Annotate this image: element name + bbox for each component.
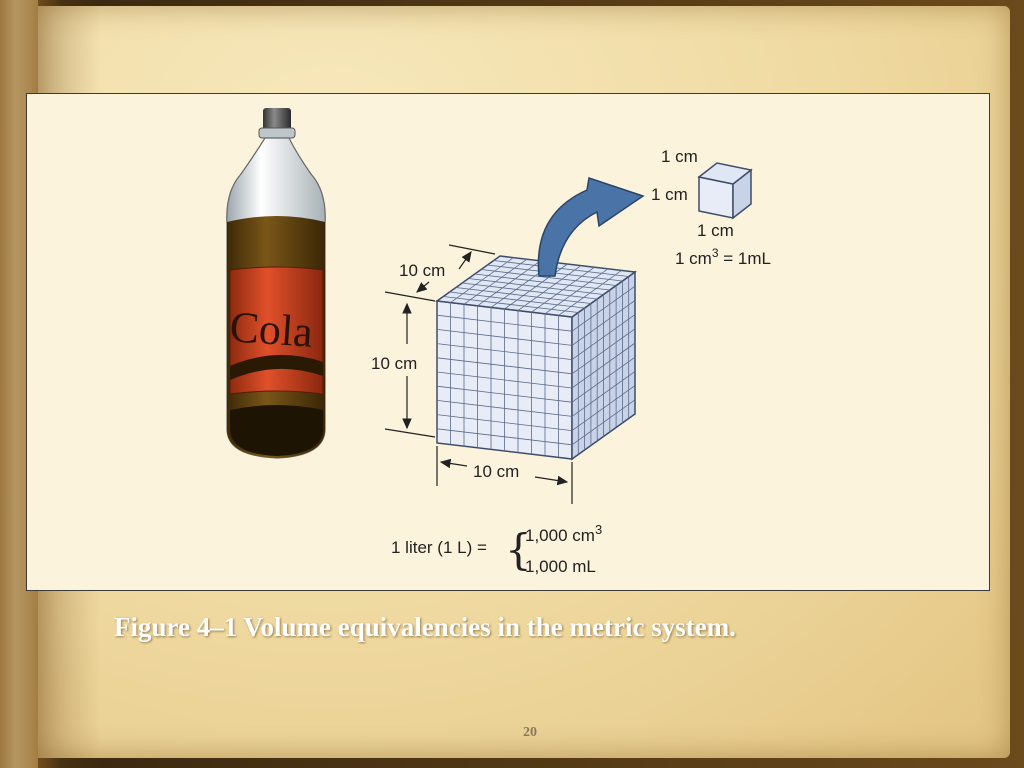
- small-cube-eq-rest: = 1mL: [719, 249, 771, 268]
- volume-diagram: Cola 1 cm 1 cm 1 cm 1 cm3 = 1mL 10 cm: [226, 108, 771, 576]
- liter-label: 1 liter (1 L) =: [391, 538, 487, 557]
- depth-arrow-top: [458, 251, 472, 270]
- cube-grid-line: [436, 400, 573, 417]
- depth-arrow-bottom: [416, 281, 430, 293]
- cube-width-label: 10 cm: [473, 462, 519, 481]
- cube-grid-line: [571, 371, 636, 417]
- cola-bottle: Cola: [226, 108, 326, 459]
- liter-eq-cm-base: 1,000 cm: [525, 526, 595, 545]
- cube-grid-line: [436, 428, 573, 446]
- liter-eq-cm-exponent: 3: [595, 522, 602, 537]
- liter-eq-cm: 1,000 cm3: [525, 522, 602, 545]
- small-cube-eq-base: 1 cm: [675, 249, 712, 268]
- figure-caption: Figure 4–1 Volume equivalencies in the m…: [114, 612, 736, 642]
- width-arrow-right: [534, 475, 569, 486]
- small-cube-bottom-label: 1 cm: [697, 221, 734, 240]
- cube-grid-line: [436, 414, 573, 431]
- width-arrow-left: [439, 458, 468, 469]
- small-cube-side-label: 1 cm: [651, 185, 688, 204]
- page-number: 20: [523, 725, 537, 740]
- curved-arrow: [537, 177, 645, 277]
- depth-extension-line: [448, 244, 496, 255]
- cube-grid-line: [517, 265, 582, 311]
- liter-brace: {: [505, 525, 532, 574]
- cube-depth-label: 10 cm: [399, 261, 445, 280]
- cube-grid-line: [493, 260, 629, 277]
- small-cube-top-label: 1 cm: [661, 147, 698, 166]
- cube-grid-line: [571, 399, 636, 446]
- cube-grid-line: [571, 385, 636, 431]
- small-cube-equation: 1 cm3 = 1mL: [675, 246, 771, 268]
- cube-grid-line: [544, 268, 609, 315]
- height-extension-bottom: [384, 428, 436, 438]
- cube-grid-line: [474, 273, 610, 291]
- cube-grid-line: [436, 385, 573, 403]
- bottle-label: Cola: [228, 302, 314, 357]
- cube-grid-line: [481, 269, 617, 286]
- cube-grid-line: [571, 356, 636, 403]
- cube-grid-line: [571, 342, 636, 389]
- small-cube-eq-exponent: 3: [712, 246, 719, 260]
- height-extension-top: [384, 291, 436, 302]
- liter-eq-ml: 1,000 mL: [525, 557, 596, 576]
- cube-height-label: 10 cm: [371, 354, 417, 373]
- cube-grid-line: [558, 270, 622, 316]
- figure-panel: Cola 1 cm 1 cm 1 cm 1 cm3 = 1mL 10 cm: [26, 93, 990, 591]
- large-cube: [434, 255, 638, 461]
- small-cube: [697, 162, 753, 220]
- cube-grid-line: [436, 371, 573, 389]
- cube-grid-line: [531, 266, 595, 313]
- cube-grid-line: [504, 263, 568, 310]
